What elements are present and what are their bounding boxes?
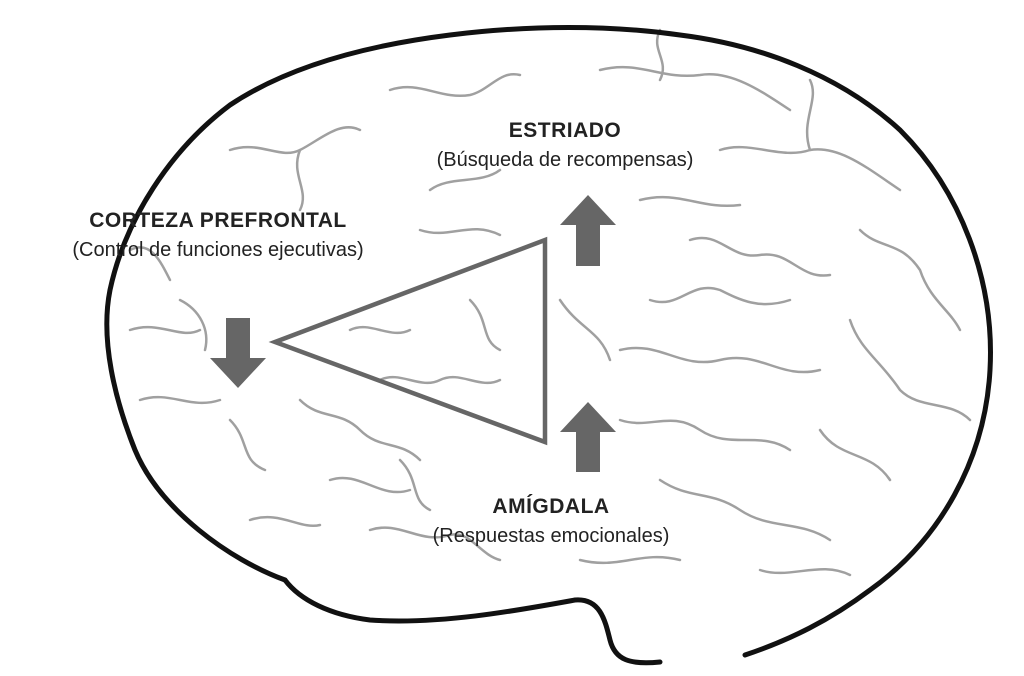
arrow-up-icon <box>560 402 616 472</box>
region-title: ESTRIADO <box>508 119 622 142</box>
triangle-connection <box>268 236 548 446</box>
region-subtitle: (Búsqueda de recompensas) <box>436 149 694 171</box>
region-title: CORTEZA PREFRONTAL <box>89 209 347 232</box>
brain-outline <box>104 25 993 658</box>
region-subtitle: (Control de funciones ejecutivas) <box>72 239 364 261</box>
label-amigdala: AMÍGDALA (Respuestas emocionales) <box>433 495 670 548</box>
region-subtitle: (Respuestas emocionales) <box>432 525 670 547</box>
label-corteza-prefrontal: CORTEZA PREFRONTAL (Control de funciones… <box>72 209 363 262</box>
arrow-down-icon <box>210 318 266 388</box>
label-estriado: ESTRIADO (Búsqueda de recompensas) <box>437 119 694 172</box>
arrow-up-icon <box>560 195 616 266</box>
region-title: AMÍGDALA <box>492 495 610 518</box>
brain-gyri <box>128 28 972 577</box>
brain-bottom-outline <box>282 577 663 666</box>
